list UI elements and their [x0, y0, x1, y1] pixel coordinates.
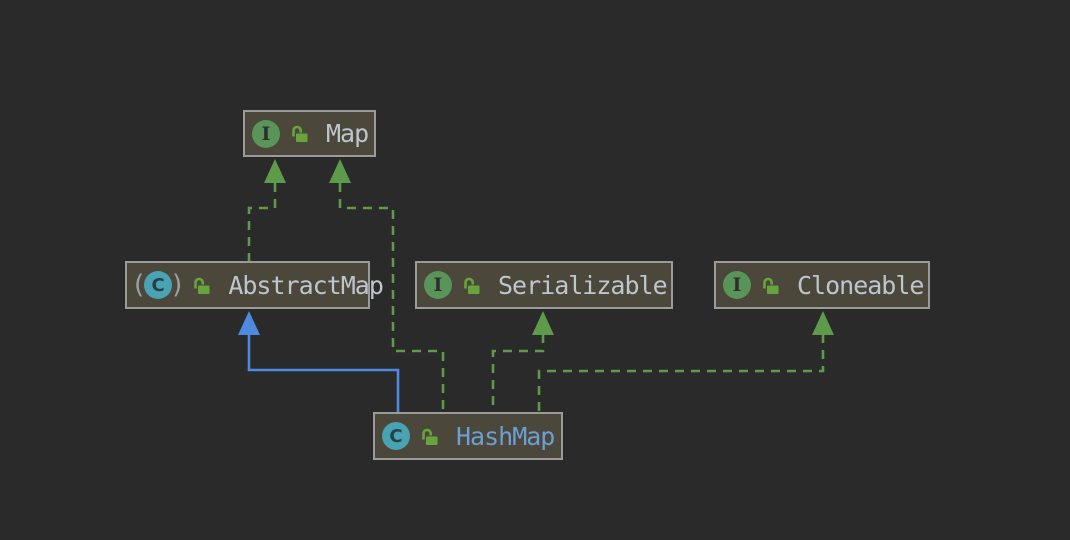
unlocked-public-icon	[191, 275, 212, 296]
unlocked-public-icon	[419, 426, 440, 447]
edge-hashmap-implements-cloneable	[537, 334, 825, 412]
edge-hashmap-implements-serializable	[491, 334, 545, 412]
edge-hashmap-extends-abstractmap	[247, 334, 400, 412]
abstract-class-icon: ( C )	[134, 270, 183, 300]
class-node-map[interactable]: I Map	[243, 110, 376, 157]
interface-icon: I	[424, 271, 452, 299]
class-node-cloneable[interactable]: I Cloneable	[714, 261, 930, 309]
class-name-label: Map	[326, 119, 369, 148]
class-node-abstractmap[interactable]: ( C ) AbstractMap	[125, 261, 384, 309]
class-icon: C	[382, 422, 410, 450]
interface-icon: I	[252, 119, 280, 148]
arrowhead-hashmap-abstractmap	[238, 311, 260, 335]
arrowhead-hashmap-cloneable	[812, 311, 834, 335]
edge-abstractmap-implements-map	[247, 183, 277, 261]
class-name-label: Cloneable	[797, 270, 924, 300]
arrowhead-hashmap-map	[329, 159, 351, 183]
unlocked-public-icon	[289, 123, 310, 144]
class-node-hashmap[interactable]: C HashMap	[373, 412, 563, 460]
unlocked-public-icon	[461, 275, 482, 296]
interface-icon: I	[723, 271, 751, 299]
arrowhead-hashmap-serializable	[532, 311, 554, 335]
arrowhead-abstractmap-map	[264, 159, 286, 183]
class-name-label: AbstractMap	[228, 270, 384, 300]
class-name-label: Serializable	[498, 270, 668, 300]
unlocked-public-icon	[760, 275, 781, 296]
class-name-label: HashMap	[456, 421, 555, 451]
class-node-serializable[interactable]: I Serializable	[415, 261, 673, 309]
